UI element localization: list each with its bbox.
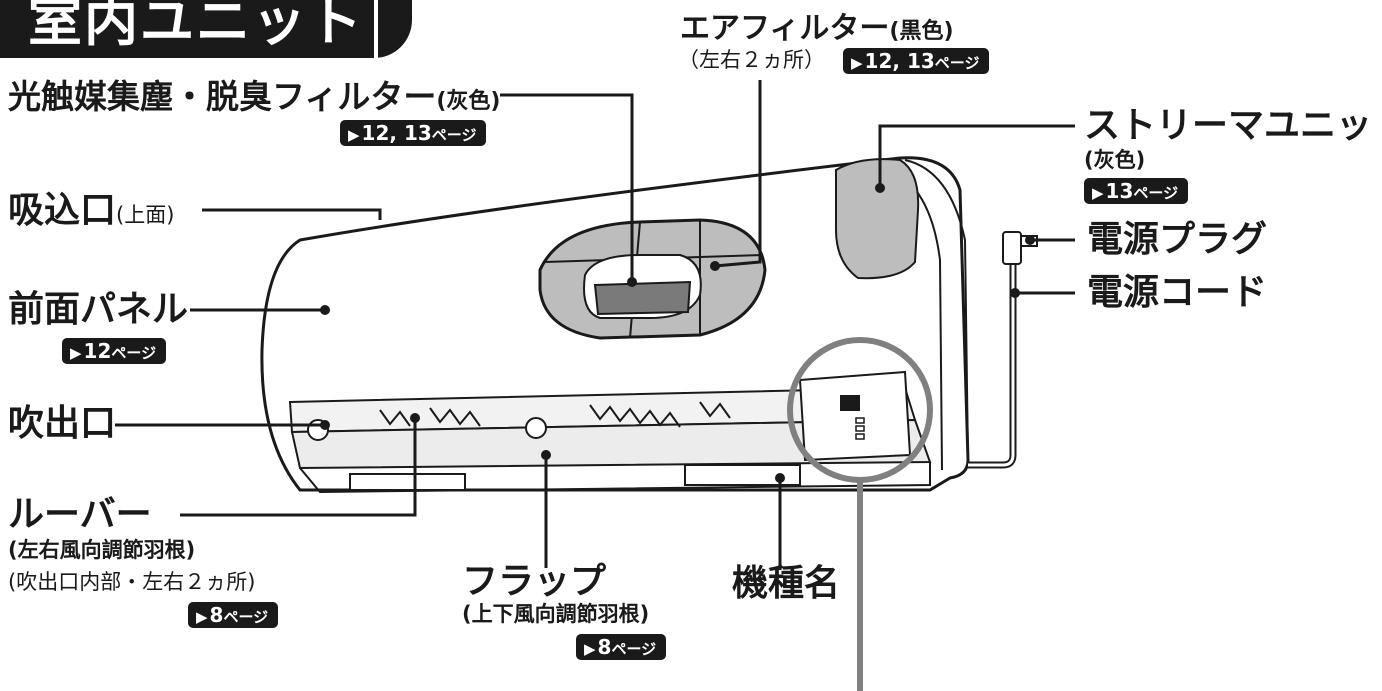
louver-page-ref: ▶8ページ [188,602,279,628]
title-separator [374,0,378,58]
air-filter-page-ref: ▶12, 13ページ [843,48,990,74]
louver-note: (吹出口内部・左右２ヵ所) [8,570,256,594]
model-name-label: 機種名 [732,563,841,604]
flap-sub: (上下風向調節羽根) [462,602,650,626]
display-indicator [840,395,860,411]
bottom-slot [349,473,466,491]
unit-side [904,159,969,461]
louver-sub: (左右風向調節羽根) [8,538,196,562]
intake-label: 吸込口(上面) [8,190,175,231]
front-panel-page-ref: ▶12ページ [62,338,167,364]
air-filter-label: エアフィルター(黒色) [680,11,954,46]
flap-page-ref: ▶8ページ [576,634,667,660]
indicator-lamps [855,417,865,440]
power-cord [968,262,1017,469]
page-title: 室内ユニット [28,0,364,53]
front-panel-label: 前面パネル [8,289,189,330]
streamer-unit-shape [835,158,920,280]
streamer-unit-label: ストリーマユニット [1084,105,1382,146]
power-cord-label: 電源コード [1087,272,1268,313]
photocatalyst-filter-page-ref: ▶12, 13ページ [340,120,487,146]
bottom-slot [684,464,801,486]
outlet-label: 吹出口 [8,403,117,444]
leader-lines [115,80,1075,570]
photocatalyst-filter-label: 光触媒集塵・脱臭フィルター(灰色) [8,77,501,116]
louver-label: ルーバー [8,494,152,535]
hinge [525,417,547,439]
power-plug-label: 電源プラグ [1087,219,1268,260]
flap-label: フラップ [462,561,607,602]
display-panel [798,370,912,462]
louver-vanes [379,401,731,428]
streamer-unit-color: (灰色) [1084,148,1146,172]
air-filter-note: （左右２ヵ所） [678,48,825,72]
streamer-unit-page-ref: ▶13ページ [1084,178,1189,204]
leader-dots [320,183,1035,483]
power-plug-shape [1002,231,1022,265]
title-tab: 室内ユニット [0,0,412,58]
